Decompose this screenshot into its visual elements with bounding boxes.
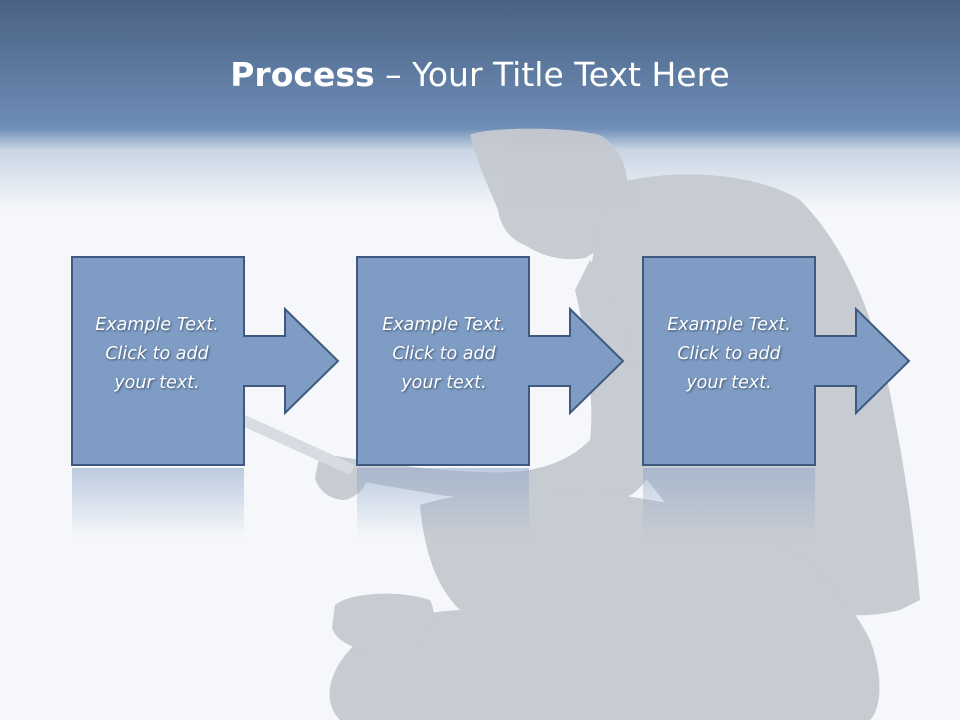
title-rest: – Your Title Text Here — [374, 55, 730, 94]
step-1-line-1: Example Text. — [95, 315, 219, 335]
step-1-box-arrow[interactable] — [71, 256, 340, 466]
step-2-text[interactable]: Example Text. Click to add your text. — [359, 311, 529, 398]
step-2-reflection — [357, 468, 529, 538]
step-3-reflection — [643, 468, 815, 538]
step-3-line-2: Click to add — [677, 344, 781, 364]
title-bold: Process — [230, 55, 375, 94]
step-2-line-2: Click to add — [392, 344, 496, 364]
step-3-box-arrow[interactable] — [642, 256, 911, 466]
step-3-text[interactable]: Example Text. Click to add your text. — [644, 311, 814, 398]
step-1-text[interactable]: Example Text. Click to add your text. — [72, 311, 242, 398]
step-1-line-3: your text. — [114, 373, 200, 393]
step-1-reflection — [72, 468, 244, 538]
slide-title[interactable]: Process – Your Title Text Here — [0, 55, 960, 95]
step-3-line-1: Example Text. — [667, 315, 791, 335]
step-2-line-3: your text. — [401, 373, 487, 393]
step-3-line-3: your text. — [686, 373, 772, 393]
step-2-box-arrow[interactable] — [356, 256, 625, 466]
step-1-line-2: Click to add — [105, 344, 209, 364]
step-2-line-1: Example Text. — [382, 315, 506, 335]
